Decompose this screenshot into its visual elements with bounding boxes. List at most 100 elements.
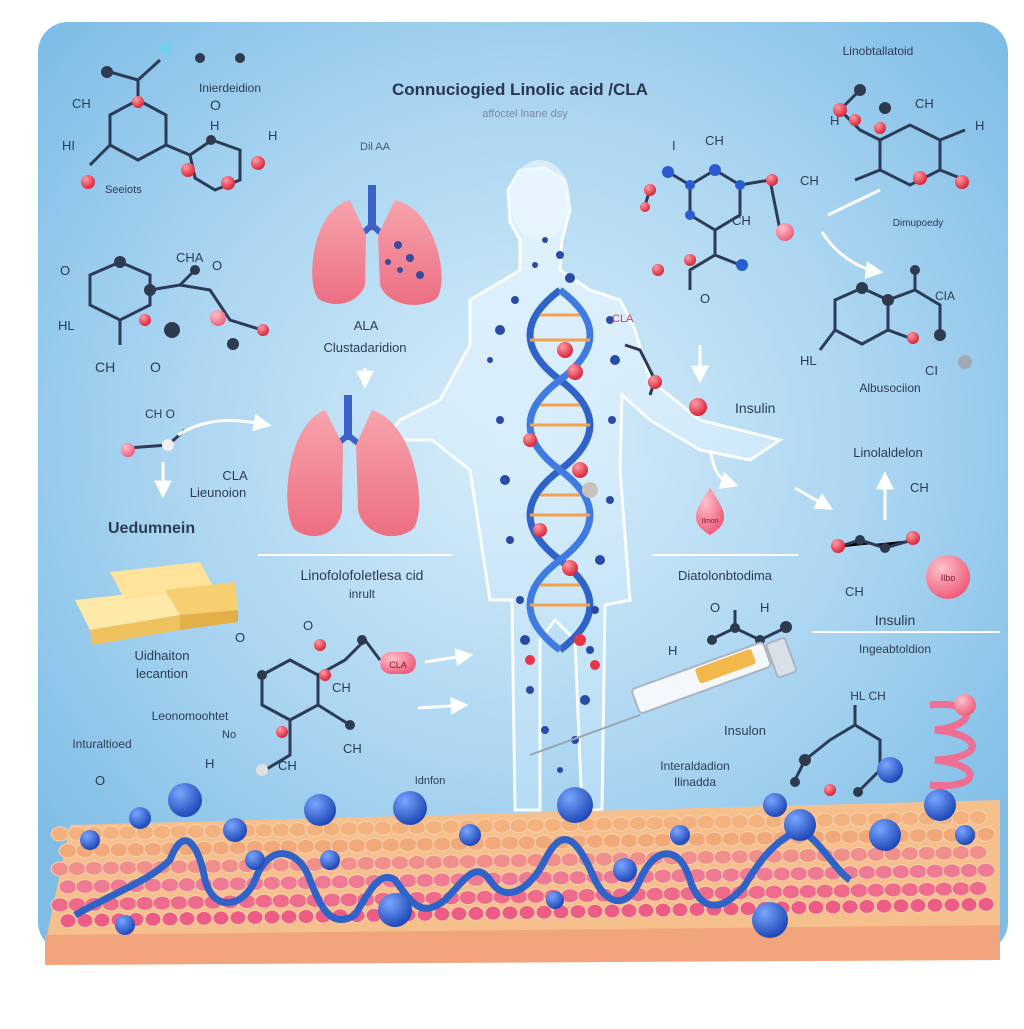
tissue-cell bbox=[959, 863, 979, 879]
label-insulin-mid: Insulin bbox=[735, 400, 775, 416]
label-ala: ALA bbox=[354, 318, 379, 333]
tissue-cell bbox=[58, 843, 78, 859]
tissue-cell bbox=[976, 862, 996, 878]
label-drop: Ilmon bbox=[701, 518, 718, 525]
tissue-cell bbox=[849, 812, 869, 828]
label-interact-1: Interaldadion bbox=[660, 759, 729, 773]
label-linofo-1: Linofolofoletlesa cid bbox=[301, 567, 424, 583]
blue-bead bbox=[752, 902, 788, 938]
atom-ch-10: CH bbox=[910, 480, 929, 495]
tissue-cell bbox=[637, 902, 655, 918]
blue-bead bbox=[924, 789, 956, 821]
label-udl-2: lecantion bbox=[136, 666, 188, 681]
tissue-cell bbox=[526, 888, 546, 904]
tissue-cell bbox=[764, 884, 784, 900]
tissue-cell bbox=[925, 863, 945, 879]
atom-ch-11: CH bbox=[845, 584, 864, 599]
tissue-cell bbox=[101, 860, 121, 876]
protein-chain bbox=[73, 757, 975, 938]
atom-o-9: O bbox=[710, 600, 720, 615]
tissue-cell bbox=[841, 899, 859, 915]
insulin-drop bbox=[696, 488, 724, 535]
atom-h-4: H bbox=[830, 113, 839, 128]
tissue-cell bbox=[798, 883, 818, 899]
tissue-cell bbox=[960, 897, 978, 913]
label-udl-1: Uidhaiton bbox=[135, 648, 190, 663]
label-insulin-right: Insulin bbox=[875, 612, 915, 628]
blue-bead bbox=[670, 825, 690, 845]
molecule-top-left bbox=[81, 42, 265, 192]
label-dimupo: Dimupoedy bbox=[893, 218, 944, 229]
blue-bead bbox=[129, 807, 151, 829]
tissue-cell bbox=[696, 814, 716, 830]
tissue-cell bbox=[900, 882, 920, 898]
atom-o-6: O bbox=[235, 630, 245, 645]
label-ueda: Uedumnein bbox=[108, 520, 195, 537]
atom-o-8: O bbox=[700, 291, 710, 306]
tissue-cell bbox=[832, 883, 852, 899]
atom-h-7: H bbox=[668, 643, 677, 658]
tissue-cell bbox=[934, 845, 954, 861]
tissue-cell bbox=[721, 831, 741, 847]
tissue-cell bbox=[832, 812, 852, 828]
tissue-cell bbox=[671, 902, 689, 918]
blue-bead bbox=[168, 783, 202, 817]
atom-o-3: O bbox=[60, 263, 70, 278]
butter-blocks bbox=[75, 562, 238, 645]
tissue-cell bbox=[662, 886, 682, 902]
tissue-cell bbox=[875, 898, 893, 914]
blue-bead bbox=[546, 891, 564, 909]
tissue-cell bbox=[322, 892, 342, 908]
atom-hi-1: HI bbox=[62, 138, 75, 153]
tissue-cell bbox=[280, 909, 298, 925]
tissue-cell bbox=[330, 874, 350, 890]
label-ingeab: Ingeabtoldion bbox=[859, 642, 931, 656]
molecule-bottom-right bbox=[790, 705, 882, 797]
label-clusta: Clustadaridion bbox=[323, 340, 406, 355]
tissue-cell bbox=[645, 815, 665, 831]
tissue-cell bbox=[517, 835, 537, 851]
tissue-cell bbox=[373, 855, 393, 871]
tissue-cell bbox=[398, 837, 418, 853]
arm-chain bbox=[624, 343, 707, 416]
tissue-cell bbox=[747, 884, 767, 900]
tissue-cell bbox=[968, 880, 988, 896]
tissue-cell bbox=[500, 835, 520, 851]
atom-o-2: O bbox=[212, 258, 222, 273]
lungs-bottom bbox=[287, 395, 420, 537]
tissue-cell bbox=[177, 877, 197, 893]
tissue-cell bbox=[645, 886, 665, 902]
atom-no: No bbox=[222, 729, 236, 741]
tissue-cell bbox=[347, 874, 367, 890]
label-diab: Diatolonbtodima bbox=[678, 568, 773, 583]
tissue-cell bbox=[603, 903, 621, 919]
atom-o-7: O bbox=[95, 773, 105, 788]
tissue-cell bbox=[738, 831, 758, 847]
tissue-cell bbox=[186, 823, 206, 839]
blue-bead bbox=[955, 825, 975, 845]
atom-cha: CHA bbox=[176, 250, 204, 265]
atom-ch-9: CH bbox=[915, 96, 934, 111]
tissue-cell bbox=[917, 845, 937, 861]
tissue-cell bbox=[415, 872, 435, 888]
tissue-cell bbox=[75, 878, 95, 894]
blue-bead bbox=[784, 809, 816, 841]
atom-ch-8: CH bbox=[732, 213, 751, 228]
tissue-cell bbox=[50, 861, 70, 877]
blue-bead bbox=[613, 858, 637, 882]
tissue-cell bbox=[807, 899, 825, 915]
label-leono: Leonomoohtet bbox=[152, 709, 229, 723]
blue-bead bbox=[320, 850, 340, 870]
tissue-cell bbox=[687, 831, 707, 847]
atom-cia: CIA bbox=[935, 289, 955, 303]
tissue-cell bbox=[373, 820, 393, 836]
atom-ch-5: CH bbox=[278, 758, 297, 773]
tissue-cell bbox=[721, 867, 741, 883]
tissue-cell bbox=[143, 841, 163, 857]
label-cla-spiral: CLA bbox=[612, 313, 634, 325]
atom-ch-1: CH bbox=[72, 96, 91, 111]
tissue-cell bbox=[942, 863, 962, 879]
tissue-cell bbox=[432, 836, 452, 852]
tissue-cell bbox=[356, 820, 376, 836]
lungs-top bbox=[312, 185, 442, 305]
